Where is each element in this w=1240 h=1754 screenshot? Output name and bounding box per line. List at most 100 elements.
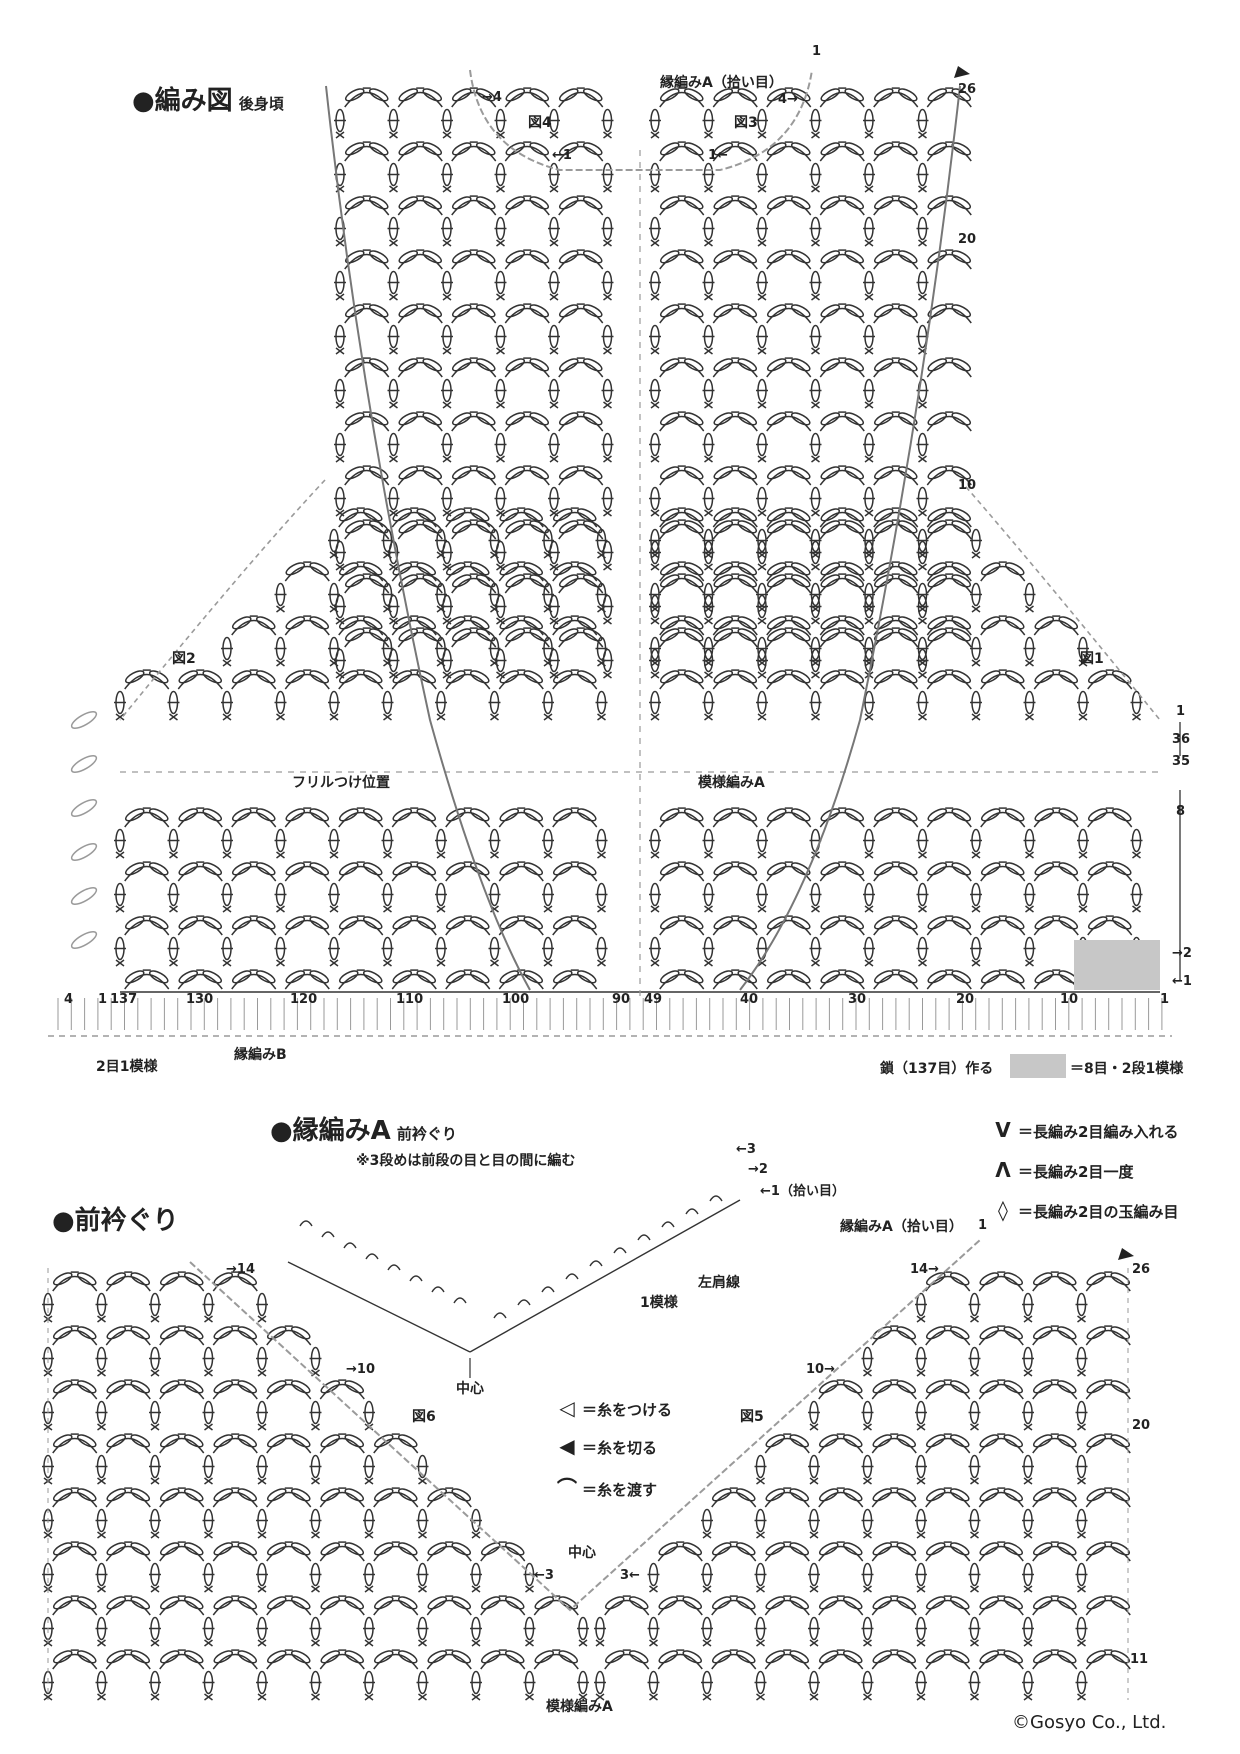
fan-motif: [338, 669, 384, 690]
fan-motif: [373, 1433, 419, 1454]
top-arrow-left-1: ←1: [552, 148, 572, 163]
fig1-label: 図1: [1080, 651, 1104, 667]
puff-motif: [756, 324, 768, 355]
puff-motif: [441, 540, 453, 571]
puff-motif: [808, 1508, 820, 1539]
fan-motif: [344, 195, 390, 216]
fan-motif: [766, 807, 812, 828]
fan-motif: [397, 141, 443, 162]
fan-motif: [980, 561, 1026, 582]
fan-motif: [344, 357, 390, 378]
puff-motif: [756, 162, 768, 193]
stitch-120: 120: [290, 992, 318, 1007]
join-yarn-icon: ◁: [559, 1396, 575, 1420]
fan-motif: [212, 1487, 258, 1508]
puff-motif: [95, 1508, 108, 1539]
fan-motif: [819, 807, 865, 828]
edge-loop: [70, 755, 98, 773]
fan-motif: [451, 627, 497, 648]
fan-motif: [504, 519, 550, 540]
puff-motif: [256, 1616, 268, 1647]
puff-motif: [702, 270, 715, 301]
puff-motif: [1075, 1616, 1088, 1647]
fan-motif: [766, 357, 812, 378]
fan-motif: [926, 669, 972, 690]
fan-motif: [819, 561, 865, 582]
puff-motif: [701, 1670, 713, 1701]
puff-motif: [968, 1292, 981, 1323]
puff-motif: [916, 582, 929, 613]
stitch-20: 20: [956, 992, 975, 1007]
fan-motif: [319, 1595, 365, 1616]
puff-motif: [861, 1400, 874, 1431]
puff-motif: [916, 108, 929, 139]
fan-motif: [1033, 615, 1079, 636]
front-row-11: 11: [1130, 1652, 1149, 1667]
fan-motif: [766, 87, 812, 108]
fan-motif: [819, 465, 865, 486]
puff-motif: [381, 828, 394, 859]
puff-motif: [488, 936, 501, 967]
puff-motif: [809, 528, 822, 559]
fan-motif: [266, 1433, 312, 1454]
armhole-left: [119, 479, 326, 721]
puff-motif: [915, 1508, 927, 1539]
puff-motif: [702, 828, 715, 859]
fan-motif: [659, 357, 705, 378]
puff-motif: [702, 432, 715, 463]
fan-motif: [712, 507, 758, 528]
puff-motif: [435, 828, 447, 859]
puff-motif: [970, 690, 982, 721]
fan-motif: [711, 1649, 757, 1670]
front-row-3-right: 3←: [620, 1568, 640, 1583]
puff-motif: [381, 690, 394, 721]
fan-motif: [105, 1433, 151, 1454]
puff-motif: [647, 1562, 660, 1593]
puff-motif: [1022, 1508, 1034, 1539]
puff-motif: [968, 1670, 981, 1701]
puff-motif: [416, 1616, 429, 1647]
puff-motif: [702, 882, 715, 913]
puff-motif: [274, 882, 287, 913]
puff-motif: [441, 378, 453, 409]
puff-motif: [334, 108, 346, 139]
shade-legend-text: ＝8目・2段1模様: [1070, 1061, 1184, 1077]
fan-motif: [1085, 1487, 1131, 1508]
fan-motif: [105, 1649, 151, 1670]
puff-motif: [542, 882, 554, 913]
puff-motif: [970, 528, 982, 559]
fan-motif: [451, 141, 497, 162]
puff-motif: [1077, 882, 1089, 913]
fan-motif: [978, 1595, 1024, 1616]
fan-motif: [319, 1649, 365, 1670]
puff-motif: [1023, 690, 1036, 721]
puff-motif: [95, 1400, 108, 1431]
fan-motif: [926, 195, 972, 216]
fan-motif: [124, 861, 170, 882]
puff-motif: [309, 1400, 322, 1431]
puff-motif: [387, 378, 400, 409]
fan-motif: [925, 1649, 971, 1670]
puff-motif: [1023, 828, 1036, 859]
fan-motif: [978, 1271, 1024, 1292]
carry-yarn-icon: ⌒: [557, 1476, 577, 1500]
edging-loop: [541, 1286, 555, 1293]
fan-motif: [319, 1379, 365, 1400]
puff-motif: [863, 108, 875, 139]
fan-motif: [1032, 1487, 1078, 1508]
fan-motif: [284, 915, 330, 936]
fan-motif: [231, 615, 277, 636]
row-8: 8: [1176, 804, 1186, 819]
puff-motif: [1023, 882, 1036, 913]
puff-motif: [328, 690, 340, 721]
fan-motif: [712, 411, 758, 432]
fig2-label: 図2: [172, 651, 196, 667]
fan-motif: [212, 1595, 258, 1616]
puff-motif: [488, 582, 501, 613]
fan-motif: [397, 87, 443, 108]
legend-increase: V＝長編み2目編み入れる: [992, 1118, 1178, 1142]
fan-motif: [52, 1649, 98, 1670]
puff-motif: [435, 582, 447, 613]
puff-motif: [809, 582, 822, 613]
